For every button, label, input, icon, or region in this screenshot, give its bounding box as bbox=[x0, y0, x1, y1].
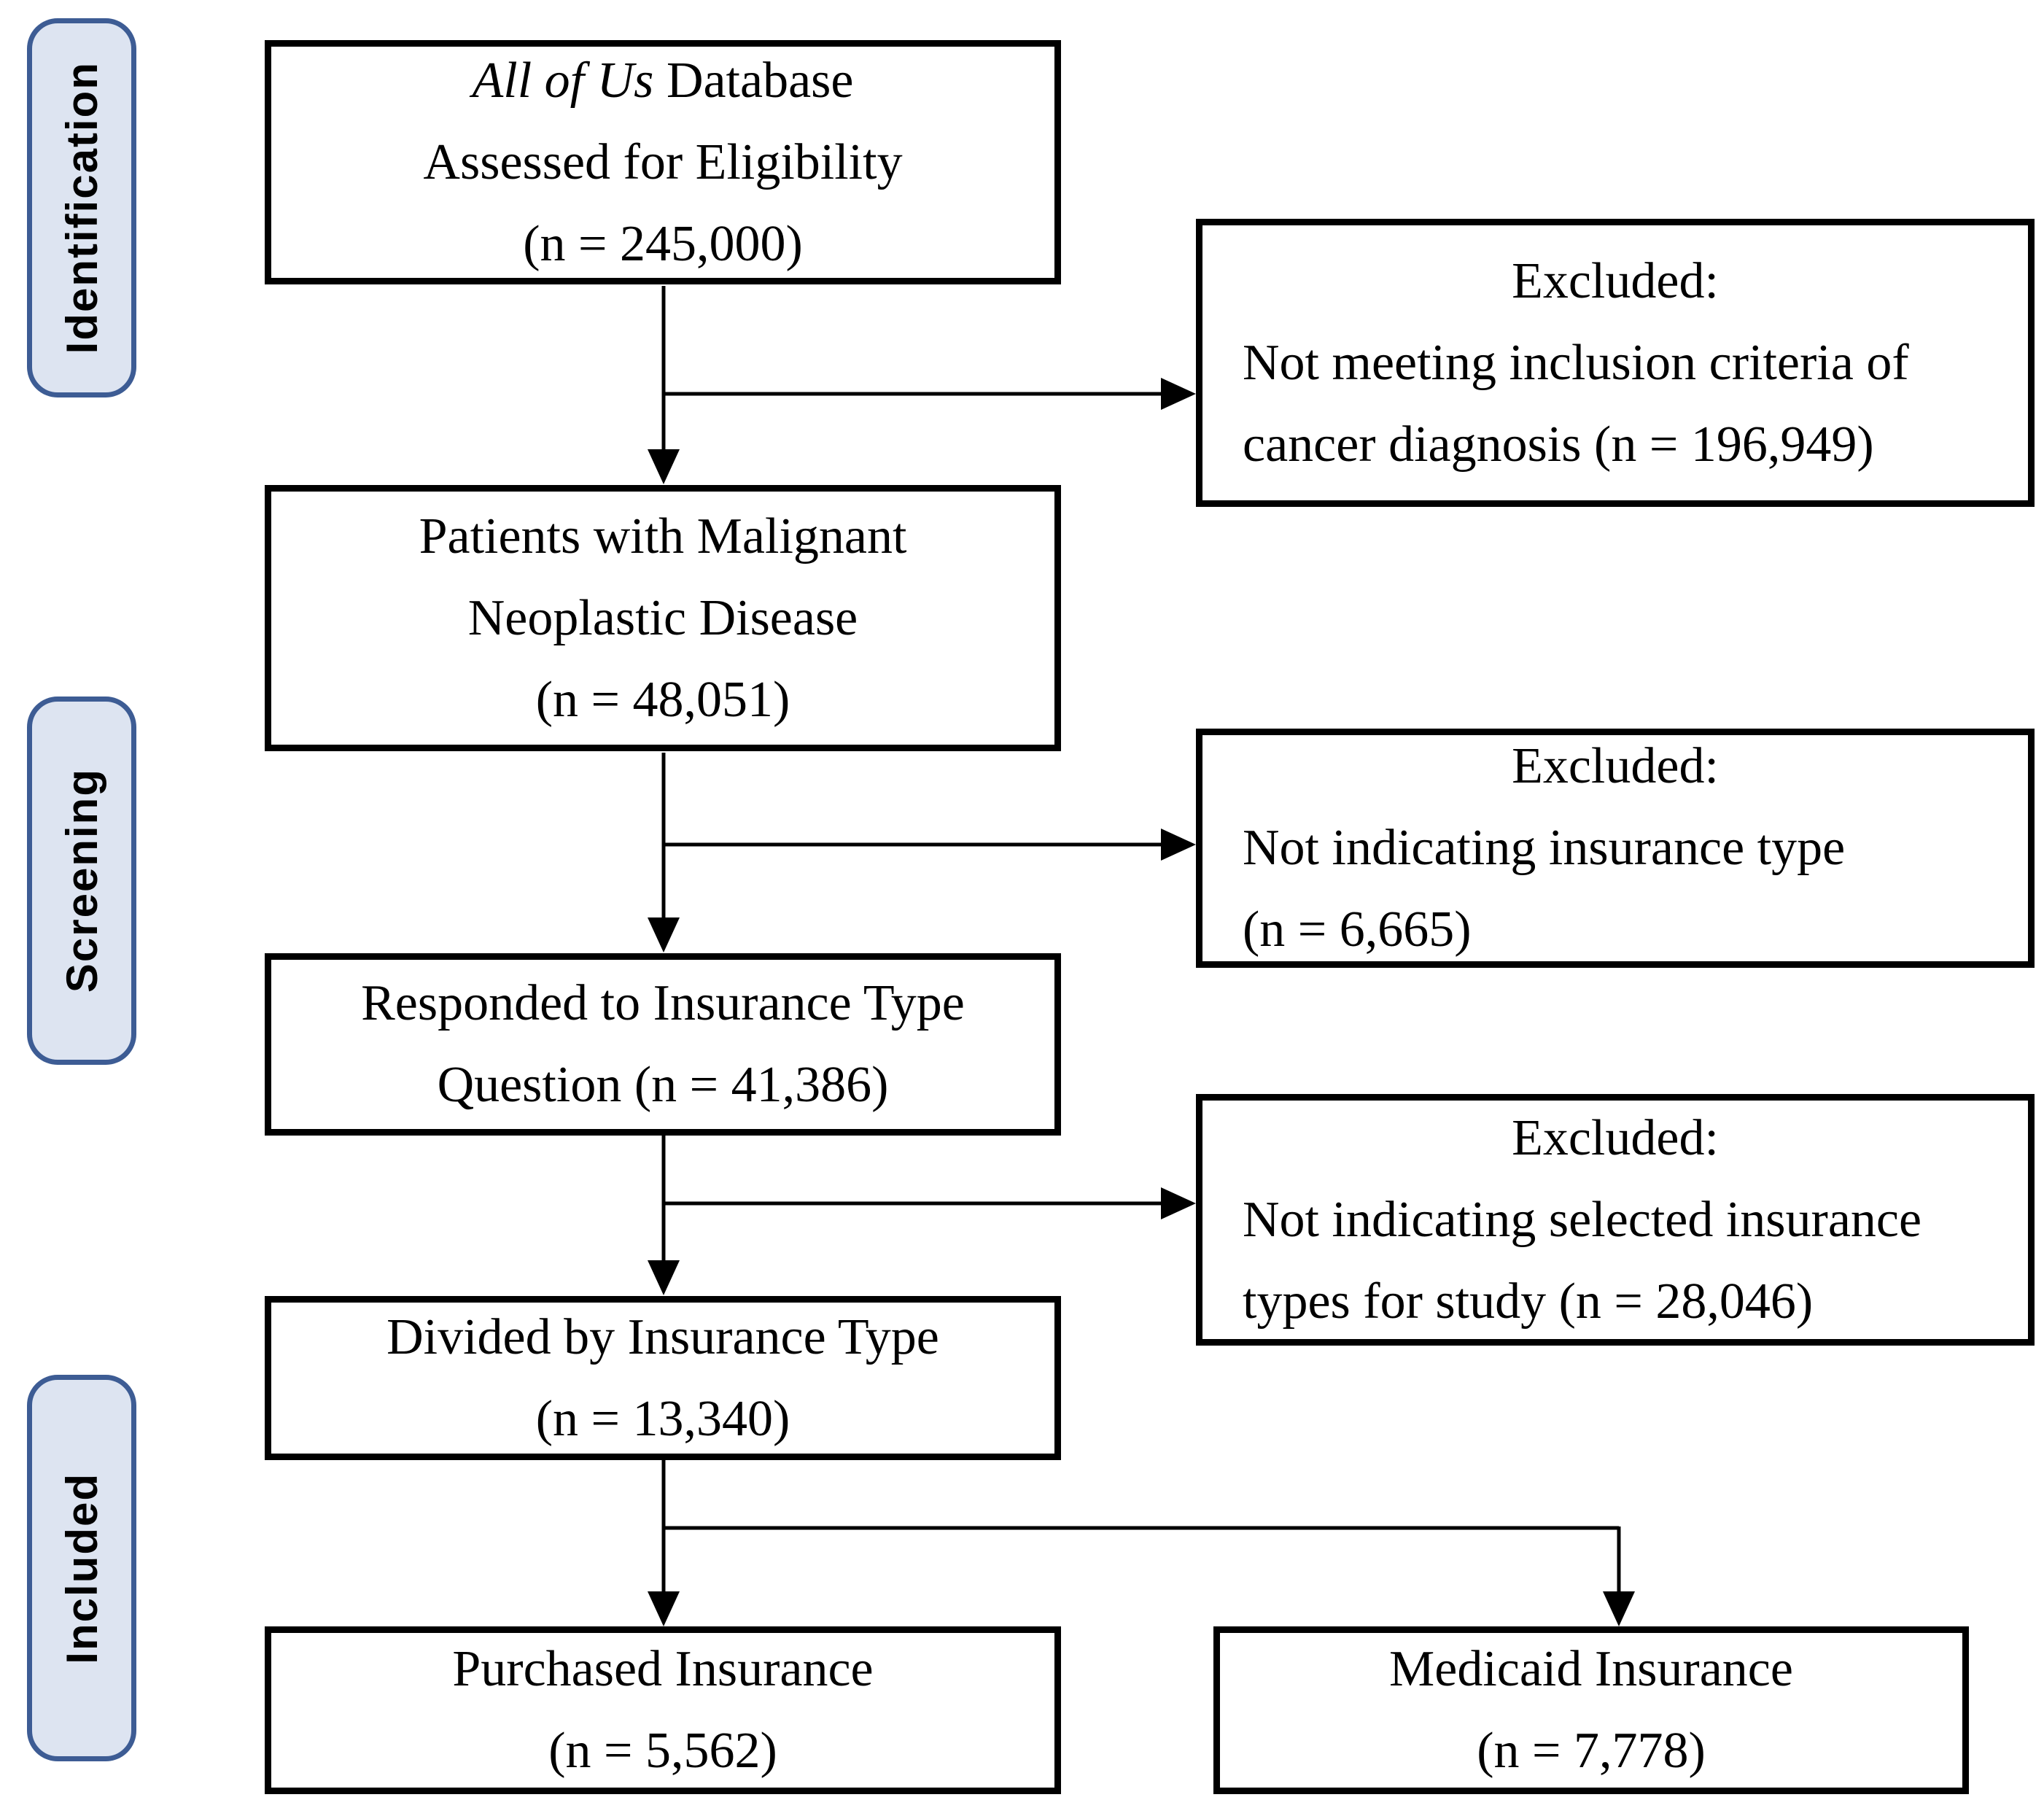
outcome-box-medicaid-line1: Medicaid Insurance bbox=[1389, 1641, 1793, 1697]
all-of-us-italic: All of Us bbox=[472, 52, 654, 109]
excluded-box-3-line1: Not indicating selected insurance bbox=[1243, 1191, 1922, 1248]
outcome-box-purchased-count: (n = 5,562) bbox=[548, 1723, 777, 1779]
arrowhead-down-1 bbox=[648, 449, 680, 484]
outcome-box-medicaid-count: (n = 7,778) bbox=[1477, 1723, 1706, 1779]
stage-label-screening: Screening bbox=[57, 768, 106, 993]
excluded-box-1-header: Excluded: bbox=[1512, 252, 1719, 309]
flow-box-malignant: Patients with Malignant Neoplastic Disea… bbox=[265, 485, 1061, 751]
stage-label-included: Included bbox=[57, 1472, 106, 1664]
flow-box-malignant-line1: Patients with Malignant bbox=[419, 508, 907, 564]
arrowhead-down-5 bbox=[1603, 1591, 1635, 1626]
arrowhead-down-2 bbox=[648, 917, 680, 953]
arrowhead-right-1 bbox=[1161, 378, 1196, 410]
outcome-box-purchased-line1: Purchased Insurance bbox=[452, 1641, 874, 1697]
excluded-box-1: Excluded: Not meeting inclusion criteria… bbox=[1196, 219, 2035, 507]
flow-box-responded-line2: Question (n = 41,386) bbox=[437, 1057, 889, 1113]
flow-box-eligibility-line2: Assessed for Eligibility bbox=[423, 133, 903, 190]
excluded-box-2-line2: (n = 6,665) bbox=[1243, 901, 1472, 958]
excluded-box-2-header: Excluded: bbox=[1512, 738, 1719, 794]
all-of-us-rest: Database bbox=[653, 52, 854, 109]
stage-label-identification: Identification bbox=[57, 61, 106, 354]
excluded-box-3-line2: types for study (n = 28,046) bbox=[1243, 1273, 1814, 1330]
excluded-box-1-line1: Not meeting inclusion criteria of bbox=[1243, 334, 1909, 391]
stage-pill-identification: Identification bbox=[27, 18, 136, 397]
excluded-box-3-header: Excluded: bbox=[1512, 1109, 1719, 1166]
arrowhead-right-2 bbox=[1161, 829, 1196, 861]
arrowhead-right-3 bbox=[1161, 1187, 1196, 1219]
stage-pill-screening: Screening bbox=[27, 697, 136, 1065]
flow-box-divided-line1: Divided by Insurance Type bbox=[386, 1308, 939, 1365]
outcome-box-purchased: Purchased Insurance (n = 5,562) bbox=[265, 1626, 1061, 1794]
arrowhead-down-4 bbox=[648, 1591, 680, 1626]
flow-box-eligibility: All of Us Database Assessed for Eligibil… bbox=[265, 40, 1061, 284]
flow-box-responded-line1: Responded to Insurance Type bbox=[361, 975, 965, 1031]
flow-box-divided-count: (n = 13,340) bbox=[535, 1390, 790, 1447]
flow-box-malignant-line2: Neoplastic Disease bbox=[467, 589, 858, 646]
flow-box-eligibility-line1: All of Us Database bbox=[271, 40, 1054, 122]
excluded-box-1-line2: cancer diagnosis (n = 196,949) bbox=[1243, 416, 1874, 473]
flow-box-responded: Responded to Insurance Type Question (n … bbox=[265, 953, 1061, 1136]
flow-box-eligibility-count: (n = 245,000) bbox=[523, 215, 803, 272]
outcome-box-medicaid: Medicaid Insurance (n = 7,778) bbox=[1213, 1626, 1969, 1794]
excluded-box-2: Excluded: Not indicating insurance type … bbox=[1196, 729, 2035, 968]
stage-pill-included: Included bbox=[27, 1375, 136, 1761]
flow-box-divided: Divided by Insurance Type (n = 13,340) bbox=[265, 1296, 1061, 1460]
arrowhead-down-3 bbox=[648, 1260, 680, 1295]
flow-box-malignant-count: (n = 48,051) bbox=[535, 671, 790, 728]
excluded-box-3: Excluded: Not indicating selected insura… bbox=[1196, 1094, 2035, 1346]
excluded-box-2-line1: Not indicating insurance type bbox=[1243, 820, 1846, 876]
